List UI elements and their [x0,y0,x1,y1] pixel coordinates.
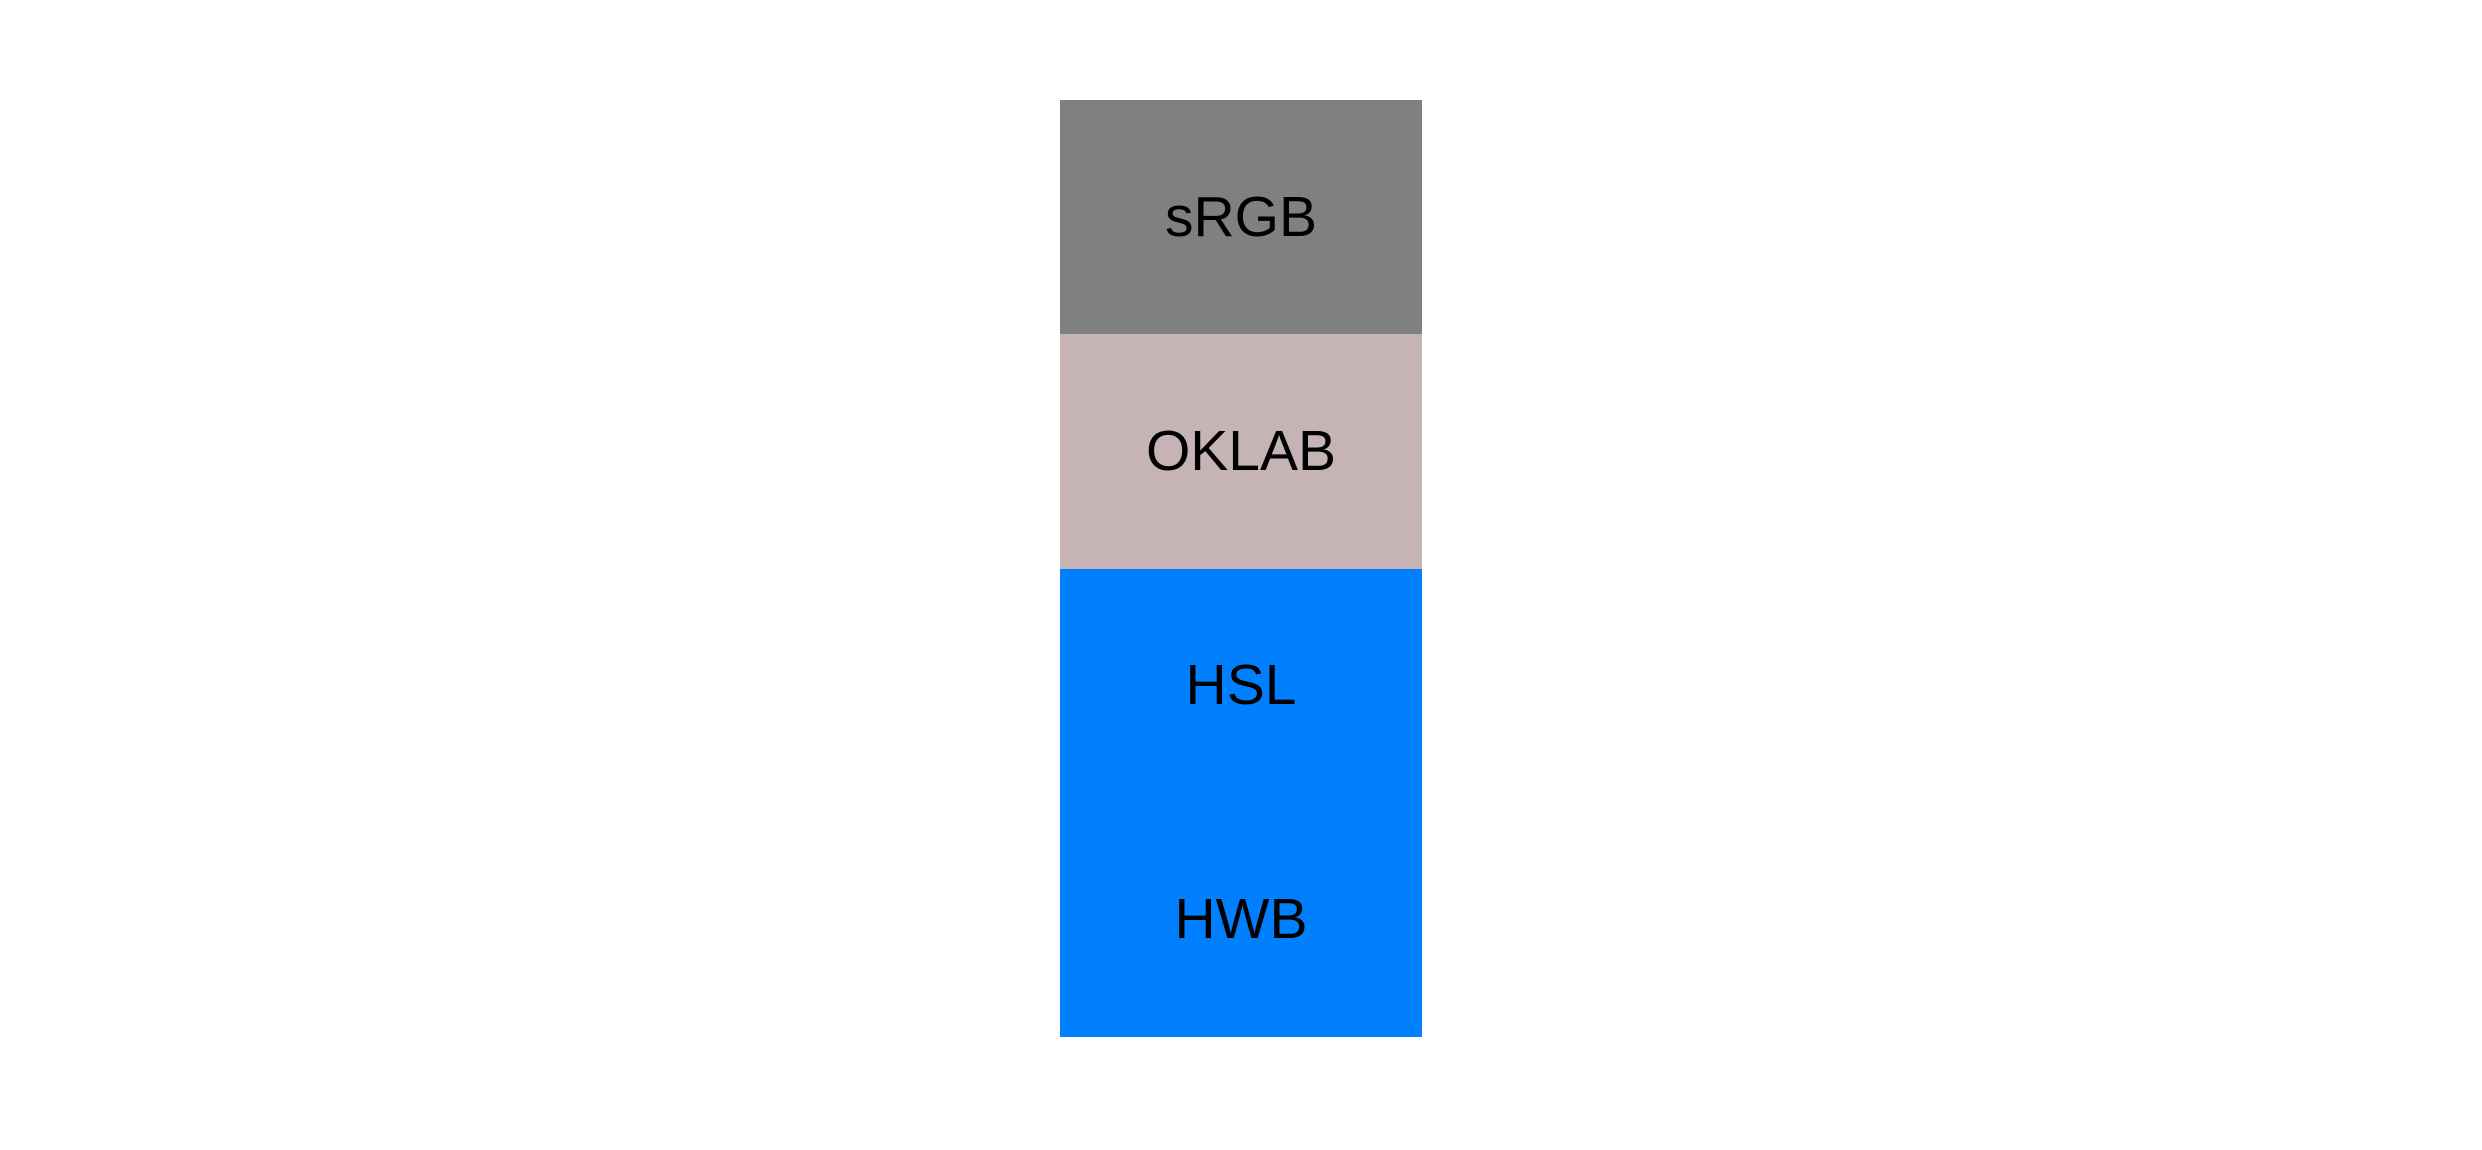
swatch-row-oklab[interactable]: OKLAB [1060,334,1422,569]
swatch-label-oklab: OKLAB [1145,418,1337,483]
swatch-label-srgb: sRGB [1164,184,1318,249]
swatch-row-hsl[interactable]: HSL [1060,568,1422,803]
swatch-row-hwb[interactable]: HWB [1060,802,1422,1037]
swatch-label-hwb: HWB [1174,887,1308,952]
swatch-label-hsl: HSL [1185,653,1297,718]
swatch-row-srgb[interactable]: sRGB [1060,100,1422,335]
color-space-swatch-stack: sRGB OKLAB HSL HWB [1060,100,1422,1037]
